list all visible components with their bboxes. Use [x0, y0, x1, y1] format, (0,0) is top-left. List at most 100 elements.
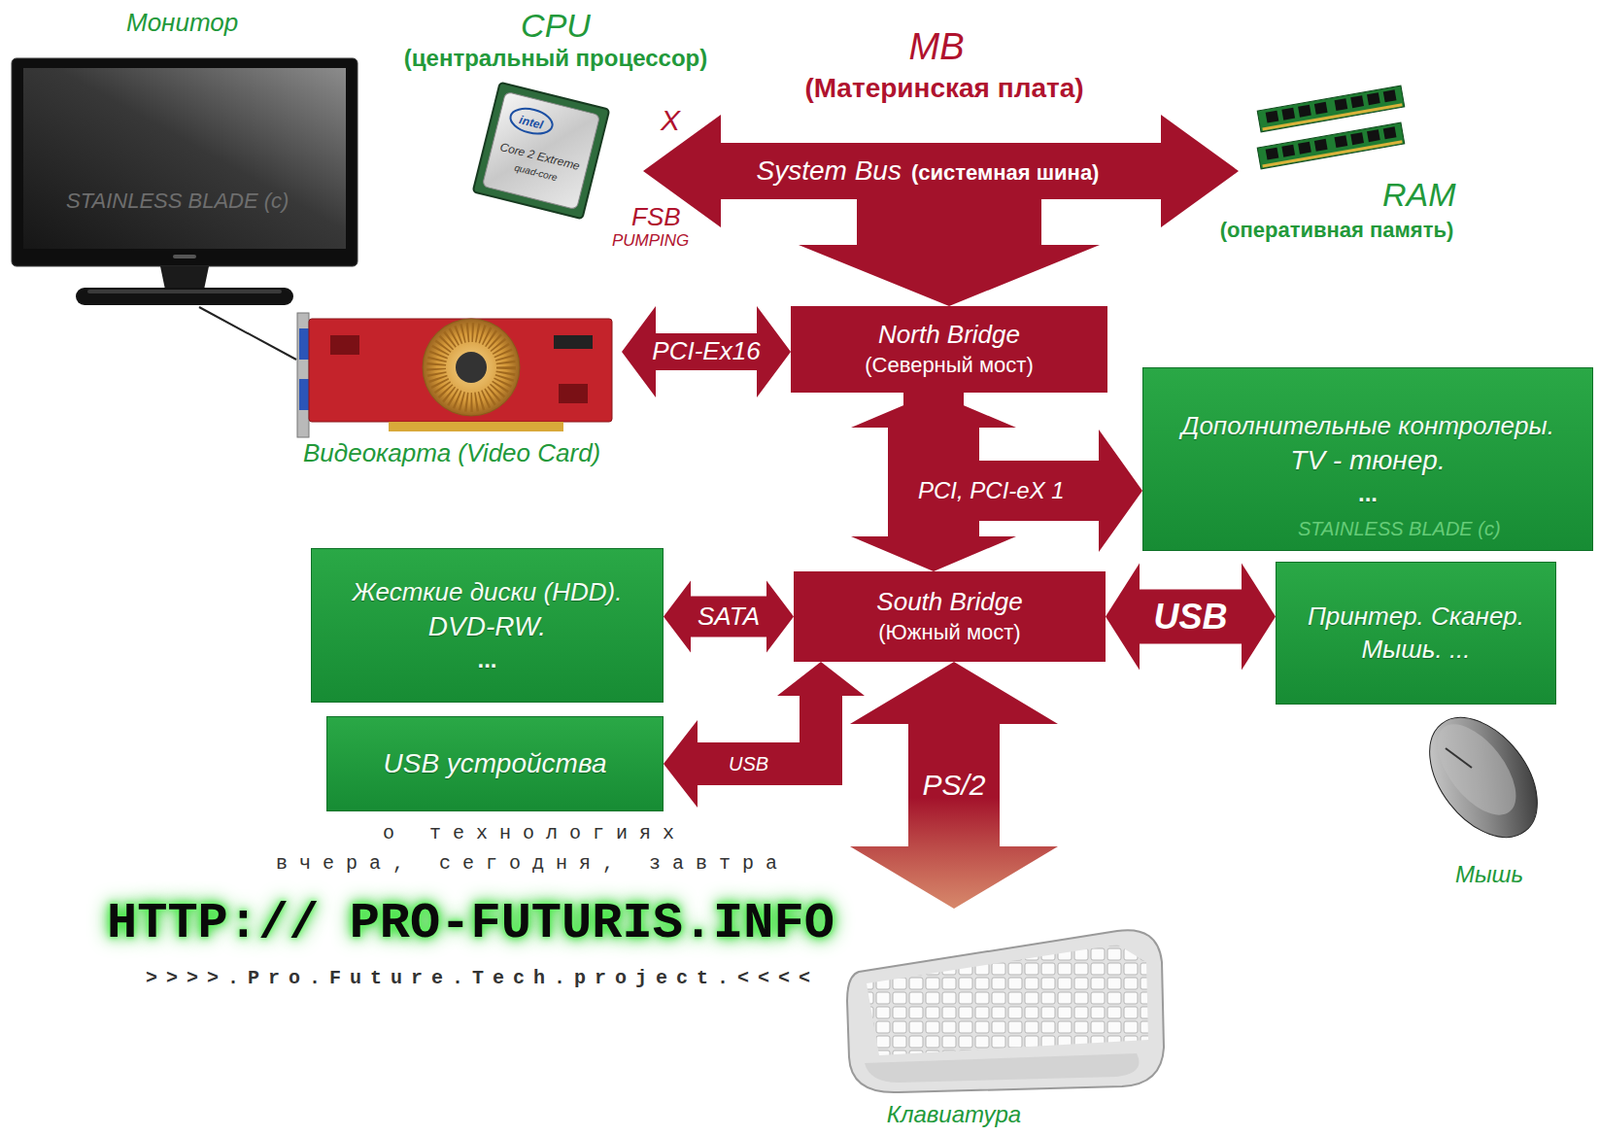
device-label: (центральный процессор) — [404, 44, 708, 71]
illustration-part — [1366, 129, 1381, 142]
illustration-part — [308, 318, 613, 422]
text-group: Принтер. Сканер.Мышь. ... — [1307, 600, 1525, 667]
illustration-part — [1257, 85, 1405, 133]
bus-arrow — [1105, 563, 1276, 671]
bus-label: USB — [1153, 596, 1227, 637]
illustration-part — [330, 335, 360, 355]
text-holder: STAINLESS BLADE (c) — [1297, 516, 1501, 541]
illustration-part — [1350, 95, 1364, 108]
text-group: System Bus (системная шина) — [756, 154, 1100, 188]
box-title: South Bridge — [876, 585, 1022, 619]
text-holder: FSB — [631, 202, 681, 233]
box-title: USB устройства — [383, 746, 608, 782]
text-holder: Монитор — [126, 7, 239, 38]
text-group: Дополнительные контролеры.TV - тюнер.... — [1181, 409, 1555, 509]
device-label: (оперативная память) — [1220, 217, 1455, 242]
mouse-picture — [1407, 697, 1560, 857]
device-label: Клавиатура — [886, 1100, 1022, 1127]
arrow-part — [798, 199, 1100, 307]
text-holder: USB — [728, 751, 769, 776]
box-text: (Северный мост) — [864, 351, 1034, 380]
text-holder: STAINLESS BLADE (c) — [66, 188, 289, 214]
text-holder: вчера, сегодня, завтра — [275, 851, 789, 876]
illustration-part — [1297, 104, 1312, 118]
arrow-part — [663, 580, 794, 653]
watermark: STAINLESS BLADE (c) — [66, 188, 289, 213]
bus-label: USB — [728, 752, 769, 775]
text-holder: PCI-Ex16 — [651, 336, 760, 367]
illustration-part — [1257, 122, 1405, 170]
box-text: DVD-RW. — [352, 609, 623, 645]
illustration-part — [866, 944, 1149, 1056]
ram: RAM(оперативная память) — [1238, 87, 1424, 195]
text-holder: MB — [909, 25, 965, 70]
box-title: North Bridge — [864, 318, 1034, 352]
illustration-part — [455, 351, 487, 383]
illustration-part — [1257, 122, 1405, 170]
cpu-picture — [473, 82, 611, 220]
bus-note: FSB — [631, 202, 681, 232]
illustration-part — [1261, 139, 1402, 168]
illustration-part — [1265, 147, 1280, 161]
multiplier-mark: X — [660, 103, 681, 137]
text-group: South Bridge(Южный мост) — [876, 585, 1022, 647]
illustration-part — [1265, 110, 1280, 124]
illustration-part — [388, 421, 564, 432]
text-holder: PS/2 — [921, 767, 986, 803]
text-holder: Клавиатура — [886, 1100, 1022, 1129]
illustration-part — [1334, 98, 1349, 111]
video-card: Видеокарта (Video Card) — [296, 310, 622, 438]
box-title: System Bus — [756, 154, 902, 188]
arrow-part — [621, 306, 791, 398]
illustration-part — [1334, 135, 1349, 148]
bus-label: SATA — [697, 601, 760, 631]
arrow-part — [850, 661, 1058, 909]
bus-label: PS/2 — [921, 768, 986, 801]
illustration-part — [172, 254, 197, 259]
box-text: ... — [1181, 477, 1555, 509]
bus-arrow — [663, 580, 794, 653]
illustration-part — [1297, 141, 1312, 155]
bus-note: PUMPING — [612, 231, 689, 250]
watermark: STAINLESS BLADE (c) — [1297, 517, 1501, 540]
text-holder: >>>>.Pro.Future.Tech.project.<<<< — [145, 966, 819, 990]
illustration-part — [1422, 710, 1532, 828]
text-holder: (центральный процессор) — [404, 44, 708, 73]
illustration-part — [558, 383, 588, 404]
arrow-part — [1105, 563, 1276, 671]
device-label: CPU — [520, 6, 591, 44]
bus-arrow — [663, 661, 865, 808]
device-label: Видеокарта (Video Card) — [303, 438, 601, 468]
illustration-part — [553, 335, 593, 349]
bus-label: PCI-Ex16 — [651, 336, 760, 366]
illustration-part — [75, 287, 294, 306]
site-tagline: >>>>.Pro.Future.Tech.project.<<<< — [145, 966, 819, 989]
text-holder: Видеокарта (Video Card) — [303, 438, 601, 469]
video-card-picture — [297, 312, 613, 438]
south-bridge: South Bridge(Южный мост) — [793, 571, 1106, 662]
ram-picture — [1257, 85, 1405, 170]
text-group: USB устройства — [383, 746, 608, 782]
box-text: (системная шина) — [911, 160, 1100, 186]
arrow-part — [663, 719, 821, 808]
box-title: Жесткие диски (HDD). — [352, 576, 623, 610]
bus-label: PCI, PCI-eX 1 — [918, 476, 1065, 504]
monitor-picture — [11, 58, 358, 306]
text-holder: PUMPING — [612, 231, 689, 251]
text-holder: HTTP:// PRO-FUTURIS.INFO — [106, 893, 835, 954]
keyboard: Клавиатура — [845, 908, 1166, 1093]
site-slogan: о технологиях — [382, 821, 686, 845]
illustration-part — [422, 318, 520, 416]
bus-arrow — [903, 392, 1143, 552]
system-bus: System Bus (системная шина) — [733, 142, 1123, 200]
site-slogan: вчера, сегодня, завтра — [275, 851, 789, 875]
text-holder: USB — [1153, 595, 1227, 638]
cable-line — [199, 306, 297, 360]
illustration-part — [160, 266, 209, 290]
bus-arrow — [798, 199, 1100, 307]
storage-box: Жесткие диски (HDD).DVD-RW.... — [310, 547, 664, 703]
illustration-part — [481, 91, 600, 209]
illustration-part — [23, 68, 346, 249]
box-title: Дополнительные контролеры. — [1181, 409, 1555, 443]
illustration-part — [1281, 144, 1295, 158]
